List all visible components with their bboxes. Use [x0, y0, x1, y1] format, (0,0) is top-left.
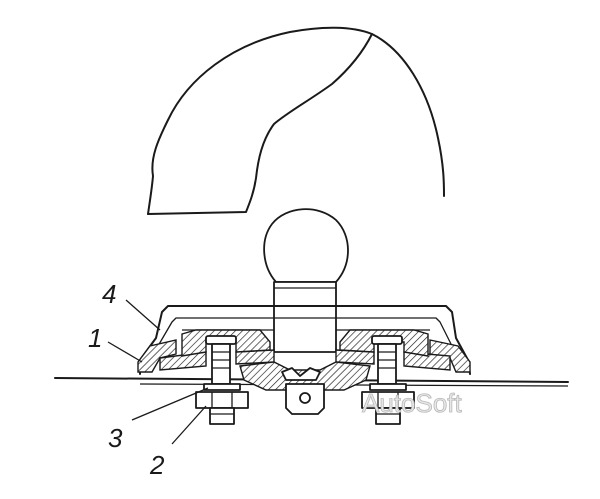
callout-4: 4	[102, 279, 116, 309]
callout-3: 3	[108, 423, 123, 453]
leader-3	[131, 387, 209, 421]
gasket-seal	[137, 339, 471, 373]
leader-2	[171, 405, 207, 445]
fender-outline	[147, 26, 445, 215]
right-stud-and-nut	[361, 335, 415, 425]
leader-lines	[107, 299, 209, 445]
bulb	[263, 208, 349, 353]
leader-4	[125, 299, 161, 331]
terminal-lug	[285, 383, 325, 415]
callout-1: 1	[88, 323, 102, 353]
base-plate	[181, 329, 429, 391]
leader-1	[107, 341, 143, 363]
callouts: 4 1 3 2	[88, 279, 165, 480]
callout-2: 2	[149, 450, 165, 480]
left-stud-and-nut	[195, 335, 249, 425]
watermark-text: AutoSoft	[362, 388, 463, 418]
